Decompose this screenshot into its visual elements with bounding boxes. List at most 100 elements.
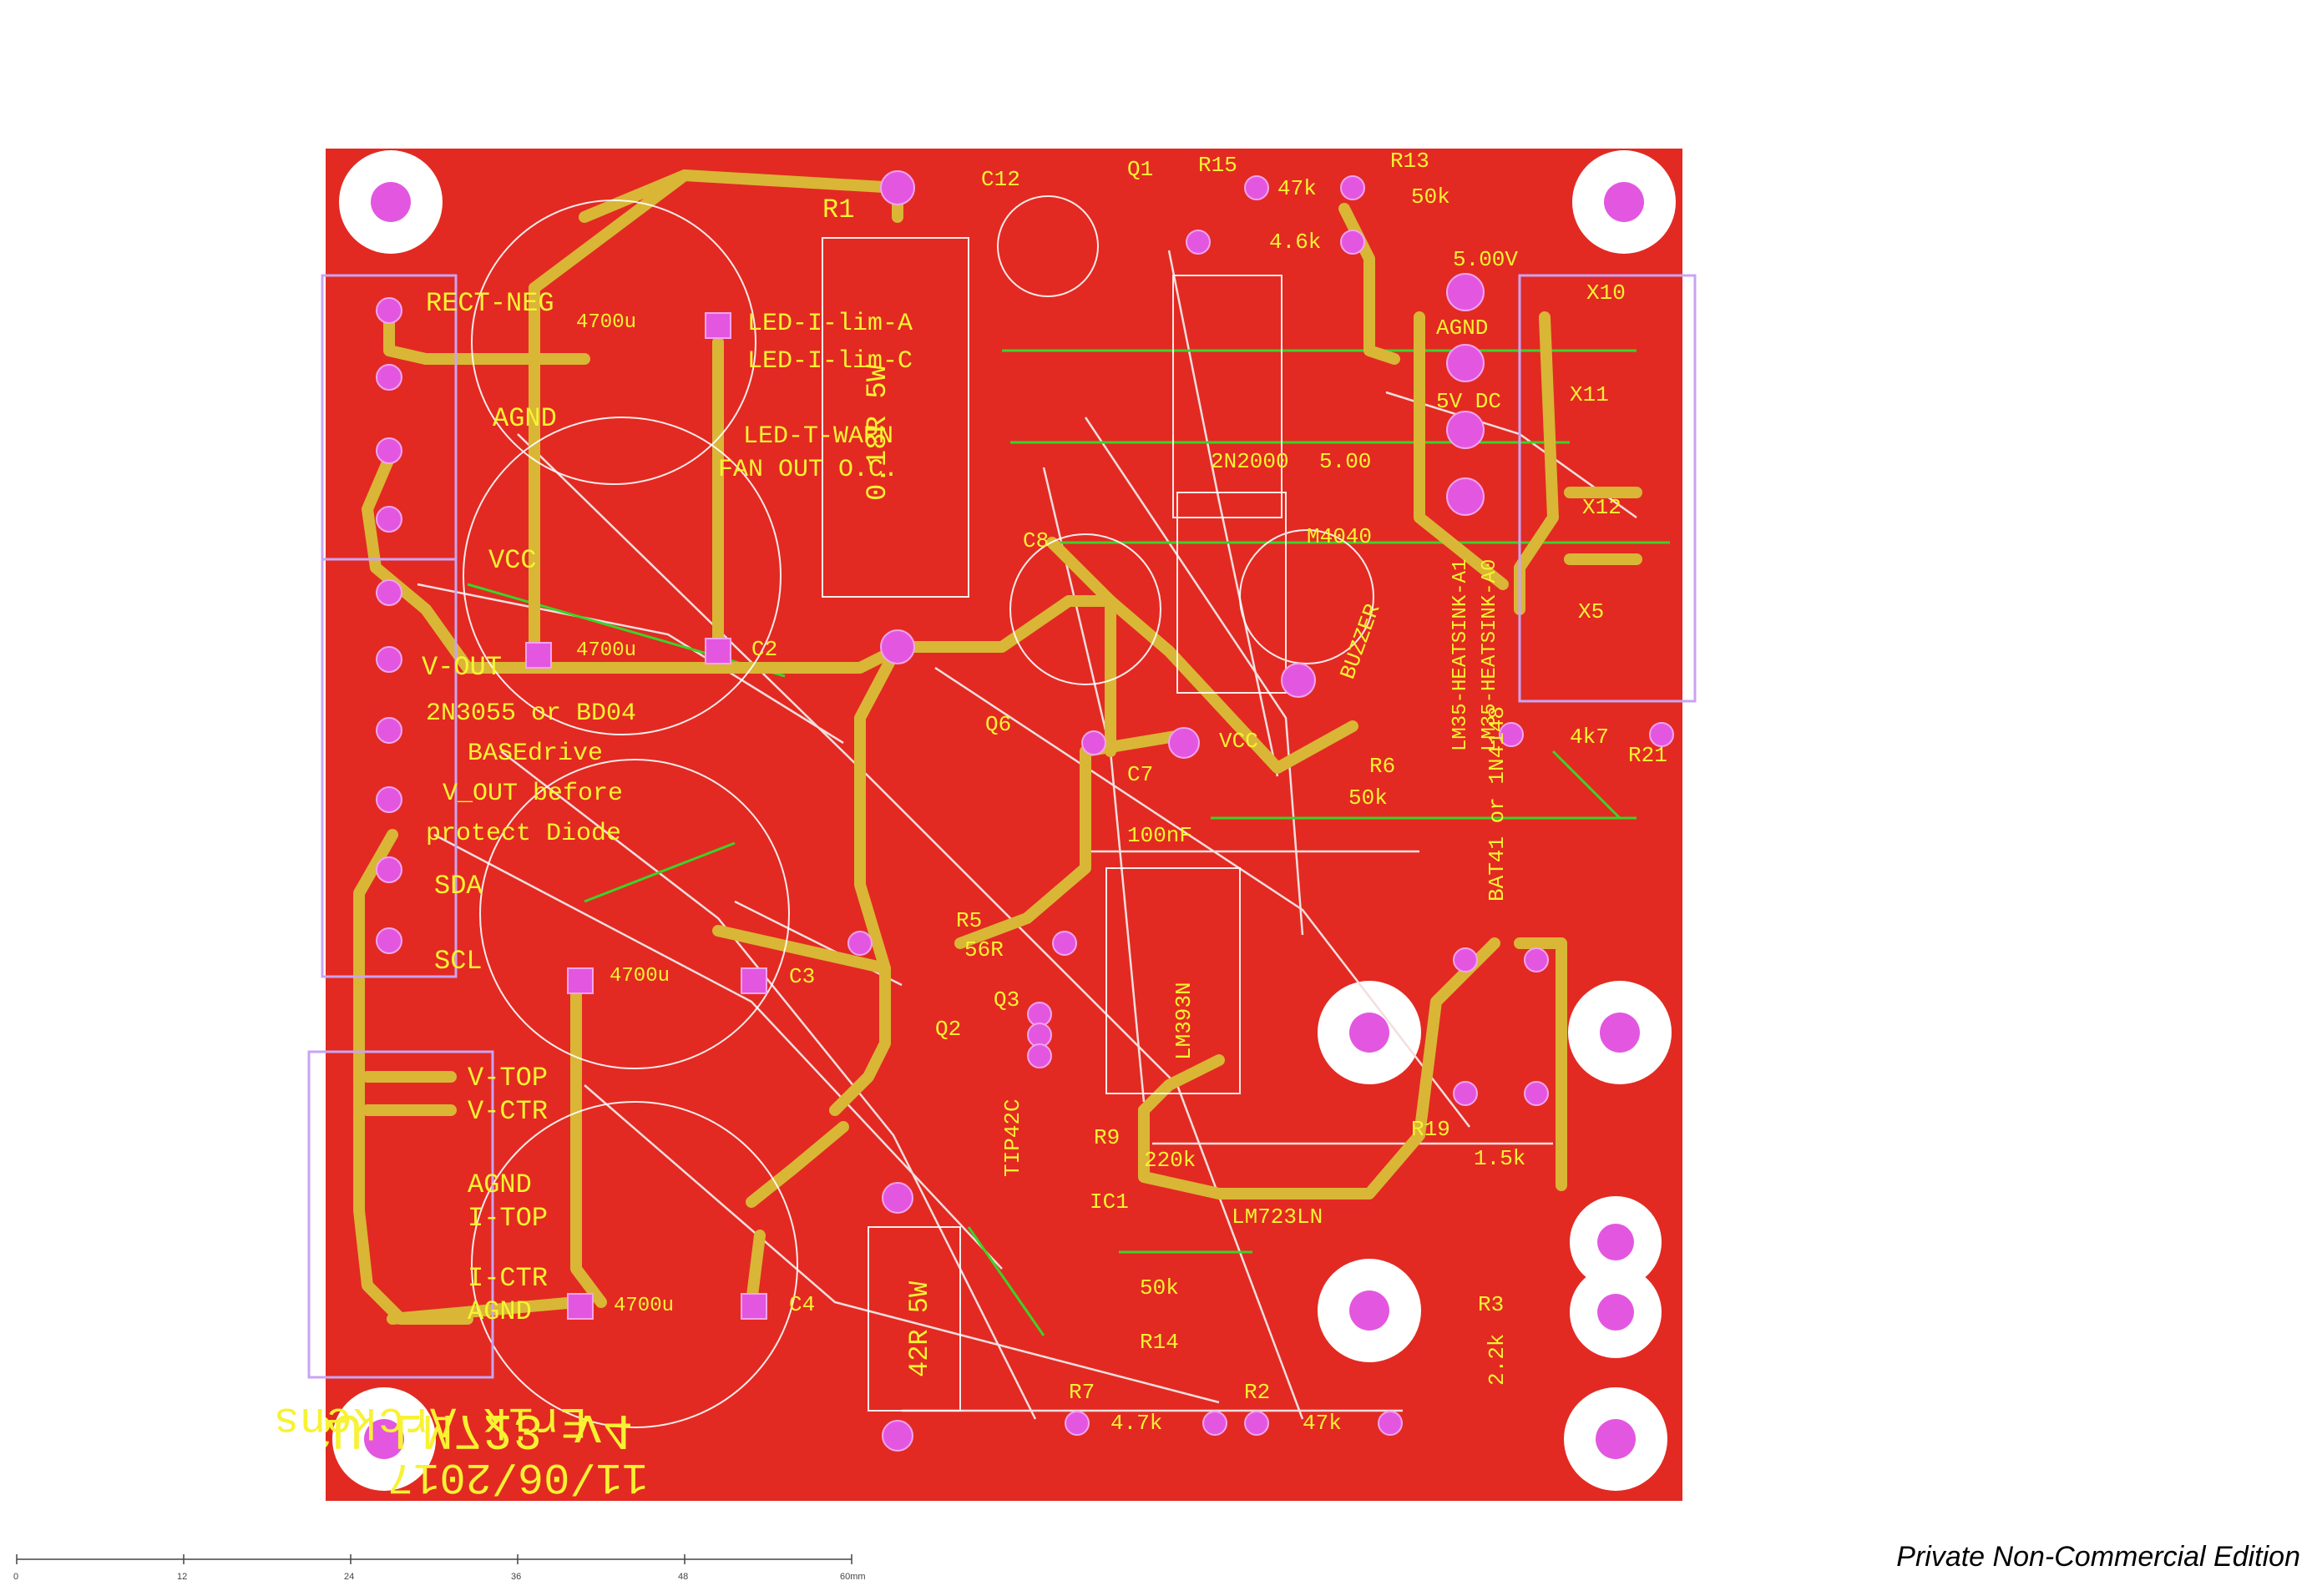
note-led-i-lim-c: LED-I-lim-C xyxy=(747,347,913,376)
ref-r21: R21 xyxy=(1628,743,1667,768)
connector-x6-x8-outline xyxy=(307,1050,494,1379)
ref-c3: C3 xyxy=(789,964,815,989)
val-r2: 47k xyxy=(1303,1411,1342,1436)
val-ic6: BAT41 or 1N4148 xyxy=(1485,706,1510,902)
val-c9: LM723LN xyxy=(1232,1205,1323,1230)
ref-q6: Q6 xyxy=(985,712,1011,737)
ref-c8: C8 xyxy=(1023,528,1049,553)
val-c6: 100nF xyxy=(1127,823,1192,848)
ref-x12: X5 xyxy=(1578,599,1604,624)
title-line-3: 11/06/2017 xyxy=(387,1452,648,1501)
connector-labels: RECT-NEG AGND VCC V-OUT SDA SCL V-TOP V-… xyxy=(422,288,557,1327)
capacitor-c12-outline xyxy=(997,195,1099,297)
ref-c4: C4 xyxy=(789,1292,815,1317)
misc-m4040: M4040 xyxy=(1307,524,1372,549)
scale-tick-48: 48 xyxy=(678,1572,688,1582)
note-agnd: AGND xyxy=(1436,316,1488,341)
board-notes: 2N3055 or BD04 BASEdrive V_OUT before pr… xyxy=(426,247,1518,848)
wire-traces xyxy=(467,349,1670,1336)
thin-traces xyxy=(417,250,1637,1420)
val-r14: 50k xyxy=(1140,1275,1179,1301)
scale-tick-12: 12 xyxy=(177,1572,187,1582)
val-c2: 4700u xyxy=(576,639,636,662)
ref-x9: X10 xyxy=(1586,280,1626,306)
board-title-line1: LAB PSU LM723 v4 xyxy=(152,1400,633,1457)
label-agnd-top: AGND xyxy=(493,403,557,434)
val-r1: 0.18R 5W xyxy=(863,364,894,501)
misc-vcc: VCC xyxy=(1219,729,1258,754)
note-protect-diode: protect Diode xyxy=(426,820,621,848)
val-r19: 1.5k xyxy=(1474,1146,1525,1171)
scale-tick-36: 36 xyxy=(511,1572,521,1582)
connector-blocks xyxy=(307,274,1697,1379)
note-5v-dc: 5V DC xyxy=(1436,389,1501,414)
ref-c2: C2 xyxy=(751,637,777,662)
copper-traces xyxy=(353,169,1642,1325)
note-lm35-a0: LM35-HEATSINK-A0 xyxy=(1479,559,1501,751)
label-v-ctr: V-CTR xyxy=(468,1096,548,1127)
capacitor-c2-outline xyxy=(463,417,782,735)
val-c3: 4700u xyxy=(610,965,670,987)
ref-q2: Q2 xyxy=(935,1017,961,1042)
val-q2: TIP42C xyxy=(1000,1099,1025,1177)
label-scl: SCL xyxy=(434,946,483,977)
label-i-ctr: I-CTR xyxy=(468,1263,548,1294)
ref-r7: R7 xyxy=(1069,1380,1095,1405)
val-r13: 50k xyxy=(1411,184,1450,210)
board-title: Erik Arckens 11/06/2017 xyxy=(274,1396,648,1501)
ref-r1: R1 xyxy=(822,194,854,225)
val-r9: 220k xyxy=(1144,1148,1196,1173)
ref-r15: R15 xyxy=(1198,153,1237,178)
val-r6: 50k xyxy=(1348,785,1388,811)
capacitor-c4-outline xyxy=(471,1101,798,1428)
connector-x9-x12-outline xyxy=(1518,274,1697,703)
val-r29: 2.2k xyxy=(1485,1334,1510,1386)
scale-bar: 0 12 24 36 48 60mm xyxy=(13,1554,866,1582)
ref-r29: R3 xyxy=(1478,1292,1504,1317)
val-c1: 4700u xyxy=(576,311,636,334)
label-v-top: V-TOP xyxy=(468,1063,548,1093)
label-vcc-left: VCC xyxy=(488,545,537,576)
ref-r14: R14 xyxy=(1140,1330,1179,1355)
note-lm35-a1: LM35-HEATSINK-A1 xyxy=(1449,559,1472,751)
note-transistor: 2N3055 or BD04 xyxy=(426,700,636,728)
val-c4: 4700u xyxy=(614,1295,674,1317)
mounting-holes xyxy=(332,150,1676,1491)
ref-r13: R13 xyxy=(1390,149,1429,174)
resistor-r1-outline xyxy=(822,237,969,598)
misc-5v00: 5.00 xyxy=(1319,449,1371,474)
ref-q1: Q1 xyxy=(1127,157,1153,182)
pads xyxy=(376,170,1674,1452)
label-i-top: I-TOP xyxy=(468,1203,548,1234)
ref-x10: X11 xyxy=(1570,382,1609,407)
label-sda: SDA xyxy=(434,871,483,902)
ref-r9: R9 xyxy=(1094,1125,1120,1150)
val-ic1: LM393N xyxy=(1171,982,1196,1060)
label-agnd-bottom: AGND xyxy=(468,1296,532,1327)
misc-2n2000: 2N2000 xyxy=(1211,449,1289,474)
silkscreen-text: LAB PSU LM723 v4 xyxy=(152,1400,633,1457)
ic2-outline xyxy=(1172,275,1282,518)
label-v-out: V-OUT xyxy=(422,652,502,683)
val-r15: 47k xyxy=(1277,176,1317,201)
ic1-outline xyxy=(1105,867,1241,1094)
ic3-outline xyxy=(1176,492,1287,694)
val-r7: 4.7k xyxy=(1110,1411,1162,1436)
edition-watermark: Private Non-Commercial Edition xyxy=(1896,1541,2300,1573)
note-vout-before: V_OUT before xyxy=(443,780,623,808)
buzzer-outline xyxy=(1239,529,1374,664)
title-line-2: Erik Arckens xyxy=(274,1396,586,1445)
silkscreen-outlines xyxy=(463,195,1374,1428)
ref-c12: C12 xyxy=(981,167,1020,192)
val-r16: 42R 5W xyxy=(904,1280,935,1377)
capacitor-c1-outline xyxy=(471,200,756,485)
label-rect-neg: RECT-NEG xyxy=(426,288,554,319)
capacitor-c3-outline xyxy=(479,759,790,1069)
scale-tick-60mm: 60mm xyxy=(840,1572,866,1582)
ref-r6: R6 xyxy=(1369,754,1395,779)
note-5v: 5.00V xyxy=(1453,247,1518,272)
label-agnd-mid: AGND xyxy=(468,1169,532,1200)
note-basedrive: BASEdrive xyxy=(468,740,603,768)
ref-r5: R5 xyxy=(956,908,982,933)
